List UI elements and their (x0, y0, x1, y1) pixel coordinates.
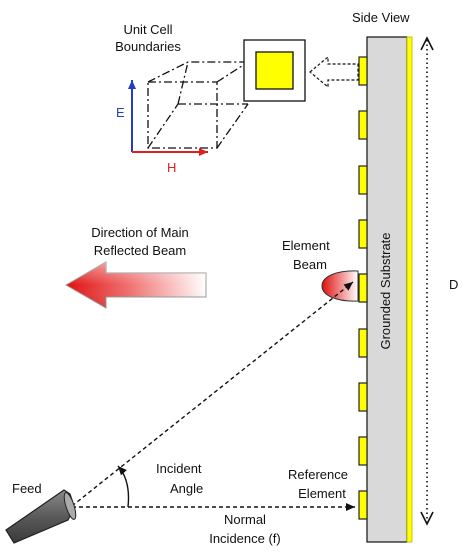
reference-element-label-line1: Reference (288, 467, 348, 482)
main-beam-label-line2: Reflected Beam (93, 243, 187, 258)
reference-element-label-line2: Element (298, 486, 346, 501)
feed-horn (5, 489, 77, 544)
unit-cell-patch (255, 51, 294, 90)
main-beam-arrow-icon (64, 261, 207, 309)
patch-element (358, 490, 368, 520)
patch-element (358, 56, 368, 86)
side-view-label: Side View (352, 10, 410, 25)
incident-angle-label-line1: Incident (156, 461, 202, 476)
e-field-label: E (116, 105, 125, 120)
patch-element (358, 273, 368, 303)
ground-plane (406, 36, 413, 543)
element-beam-lobe (321, 270, 359, 302)
unit-cell-face (243, 39, 306, 102)
dimension-line (420, 36, 434, 526)
dimension-label: D (449, 277, 459, 292)
unit-cell-box (147, 61, 249, 149)
substrate-label: Grounded Substrate (378, 232, 393, 350)
incident-angle-arc (117, 465, 130, 508)
patch-element (358, 328, 368, 358)
patch-element (358, 219, 368, 249)
h-field-label: H (167, 160, 177, 175)
patch-element (358, 165, 368, 195)
normal-incidence-label-line2: Incidence (f) (209, 531, 281, 546)
main-beam-label-line1: Direction of Main (91, 225, 189, 240)
feed-label: Feed (12, 481, 42, 496)
unit-cell-label-line2: Boundaries (115, 39, 181, 54)
patch-element (358, 110, 368, 140)
patch-elements (358, 56, 368, 520)
patch-element (358, 382, 368, 412)
unit-cell-label-line1: Unit Cell (123, 22, 173, 37)
element-beam-label-line1: Element (282, 238, 330, 253)
incident-angle-label-line2: Angle (170, 481, 204, 496)
normal-incidence-label-line1: Normal (224, 512, 266, 527)
pointer-arrow-icon (309, 55, 359, 89)
patch-element (358, 436, 368, 466)
element-beam-label-line2: Beam (293, 257, 327, 272)
